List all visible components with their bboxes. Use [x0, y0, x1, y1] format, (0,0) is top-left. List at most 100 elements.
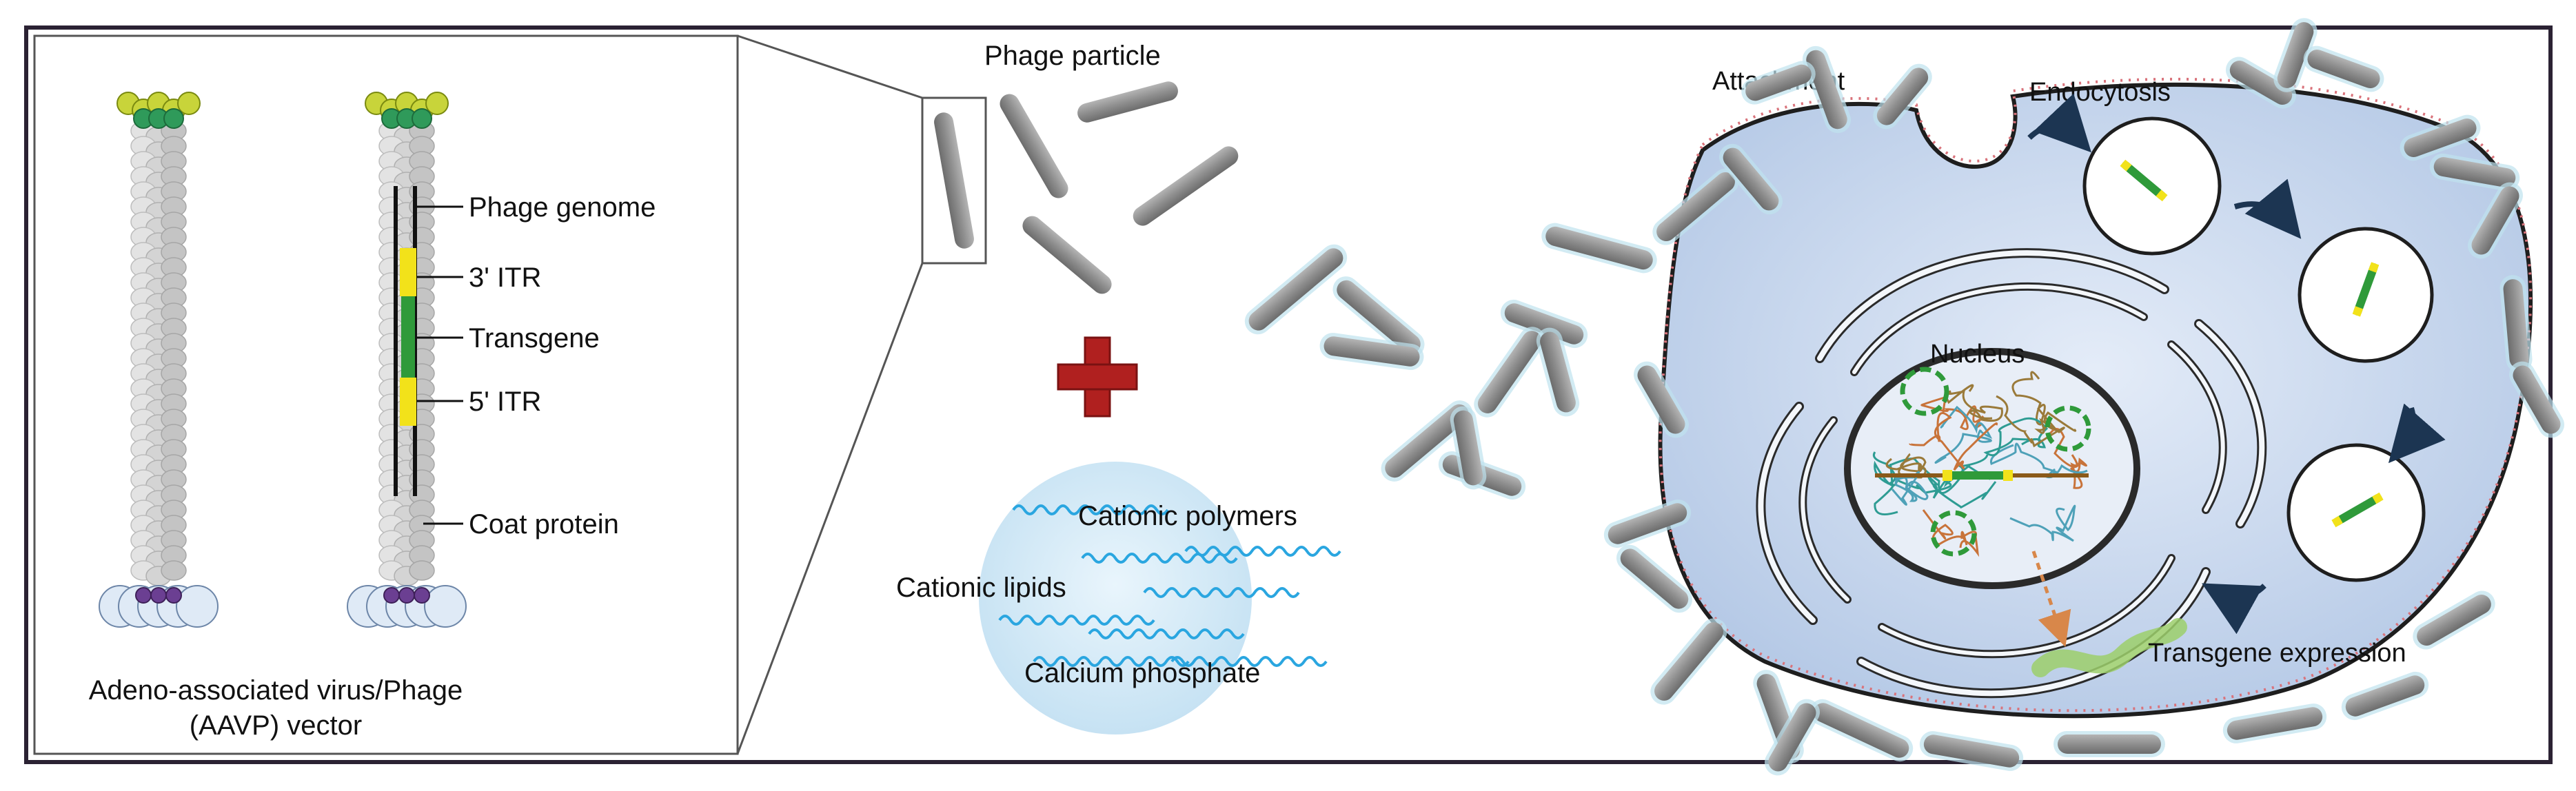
carrier-squiggles: [998, 504, 1341, 667]
label-transgene-expression: Transgene expression: [2148, 639, 2406, 668]
chromatin-strand: [2011, 371, 2077, 433]
capsid-protein-bottom: [150, 587, 167, 604]
chromatin-strand: [2009, 504, 2076, 542]
chromatin-strand: [1922, 509, 1980, 557]
phage-rod-attached: [2509, 361, 2564, 438]
itr5-segment: [400, 378, 416, 426]
mrna-product: [2031, 618, 2187, 677]
phage-rod-attached: [2468, 182, 2523, 259]
carrier-molecule: [1170, 656, 1328, 667]
cell-membrane-dots: [1659, 77, 2533, 712]
label-nucleus: Nucleus: [1930, 340, 2025, 369]
phage-rod-attached: [2222, 703, 2327, 743]
chromatin-strand: [1920, 395, 1985, 431]
capsid-protein-bottom: [398, 587, 415, 604]
carrier-molecule: [1033, 656, 1190, 667]
capsid-protein-top: [163, 108, 184, 129]
phage-particle: [1000, 94, 1068, 198]
phage-rod-free: [1500, 299, 1588, 349]
carrier-molecule: [1143, 587, 1300, 598]
endosome-phage: [2352, 262, 2380, 317]
integrated-transgene: [1875, 470, 2089, 481]
coat-protein-subunit: [161, 560, 187, 581]
free-phage-rods: [1244, 244, 1588, 500]
er-layer-2-inner: [1801, 284, 2225, 657]
itr3-segment: [400, 248, 416, 296]
carrier-molecule: [1081, 553, 1238, 564]
endosome-cargo: [2120, 159, 2384, 528]
coat-protein-subunit: [409, 560, 435, 581]
label-phage-genome: Phage genome: [469, 192, 656, 223]
label-5-itr: 5' ITR: [469, 387, 541, 417]
phage-rod-attached: [1873, 63, 1932, 130]
phage-particle: [1077, 81, 1178, 123]
phage-rod-attached: [1919, 731, 2024, 771]
expression-arrow: [2031, 551, 2071, 647]
chromatin-strand: [1885, 453, 1927, 479]
caption-line-1: Adeno-associated virus/Phage: [89, 675, 463, 706]
phage-rod-attached: [2400, 114, 2481, 161]
phage-rod-free: [1474, 327, 1545, 418]
label-transgene: Transgene: [469, 323, 600, 353]
phage-rod-attached: [1719, 143, 1783, 215]
phage-rod-attached: [1741, 61, 1816, 105]
zoom-lines: [736, 34, 924, 754]
phage-rod-attached: [2303, 45, 2384, 92]
phage-rod-attached: [2225, 56, 2297, 109]
capsid-protein-bottom: [424, 585, 467, 628]
chromatin: [1872, 371, 2088, 557]
capsid-protein-bottom: [383, 587, 400, 604]
endoplasmic-reticulum-inner: [1758, 250, 2265, 697]
capsid-protein-bottom: [135, 587, 152, 604]
capsid-protein-top: [425, 92, 449, 115]
phage-rod-attached: [1541, 223, 1657, 274]
phage-rod-attached: [1809, 699, 1914, 762]
zoom-source-box: [921, 96, 987, 265]
cell-surface-rods: [1541, 18, 2564, 776]
label-cationic-lipids: Cationic lipids: [896, 573, 1066, 603]
pathway-arrows: [2027, 93, 2446, 635]
capsid-protein-bottom: [414, 587, 430, 604]
phage-rod-attached: [1802, 45, 1852, 134]
capsid-protein-top: [177, 92, 201, 115]
episomal-circles: [1900, 367, 2091, 557]
capsid-protein-bottom: [165, 587, 182, 604]
chromatin-strand: [1927, 464, 1997, 508]
phage-rod-attached: [2429, 153, 2520, 192]
phage-particles-group: [934, 81, 1239, 294]
chromatin-strand: [1983, 417, 2049, 457]
label-phage-particle: Phage particle: [984, 41, 1161, 71]
endosome-phage: [2120, 159, 2168, 202]
phage-rod-attached: [2341, 671, 2429, 721]
phage-rod-free: [1332, 276, 1425, 358]
label-coat-protein: Coat protein: [469, 509, 619, 540]
phage-rod-free: [1381, 400, 1473, 482]
chromatin-strand: [1996, 395, 2065, 448]
chromatin-strand: [1909, 412, 1998, 471]
label-endocytosis: Endocytosis: [2029, 78, 2171, 107]
phage-rod-free: [1450, 406, 1487, 490]
phage-particle: [1133, 146, 1239, 226]
label-3-itr: 3' ITR: [469, 263, 541, 293]
carrier-molecule: [998, 615, 1155, 626]
phage-rod-attached: [1652, 168, 1739, 245]
phage-rod-attached: [2413, 590, 2495, 650]
endosome-phage: [2331, 492, 2384, 528]
carrier-molecule: [1012, 504, 1169, 515]
label-calcium-phosphate: Calcium phosphate: [1024, 658, 1260, 688]
phage-rod-attached: [1616, 544, 1693, 613]
transgene-segment: [401, 296, 415, 379]
phage-rod-free: [1319, 333, 1424, 370]
phage-particle-boxed: [934, 112, 974, 249]
chromatin-strand: [1934, 405, 1993, 464]
label-cationic-polymers: Cationic polymers: [1078, 501, 1297, 531]
carrier-molecule: [1088, 628, 1245, 639]
label-leaders: [415, 205, 463, 525]
phage-rod-attached: [1603, 499, 1692, 548]
caption-line-2: (AAVP) vector: [190, 710, 362, 741]
phage-particle: [1022, 216, 1112, 294]
phage-rod-attached: [2499, 275, 2533, 373]
chromatin-strand: [1891, 471, 1929, 506]
chromatin-strand: [1874, 454, 1989, 515]
carrier-molecule: [1184, 546, 1341, 557]
